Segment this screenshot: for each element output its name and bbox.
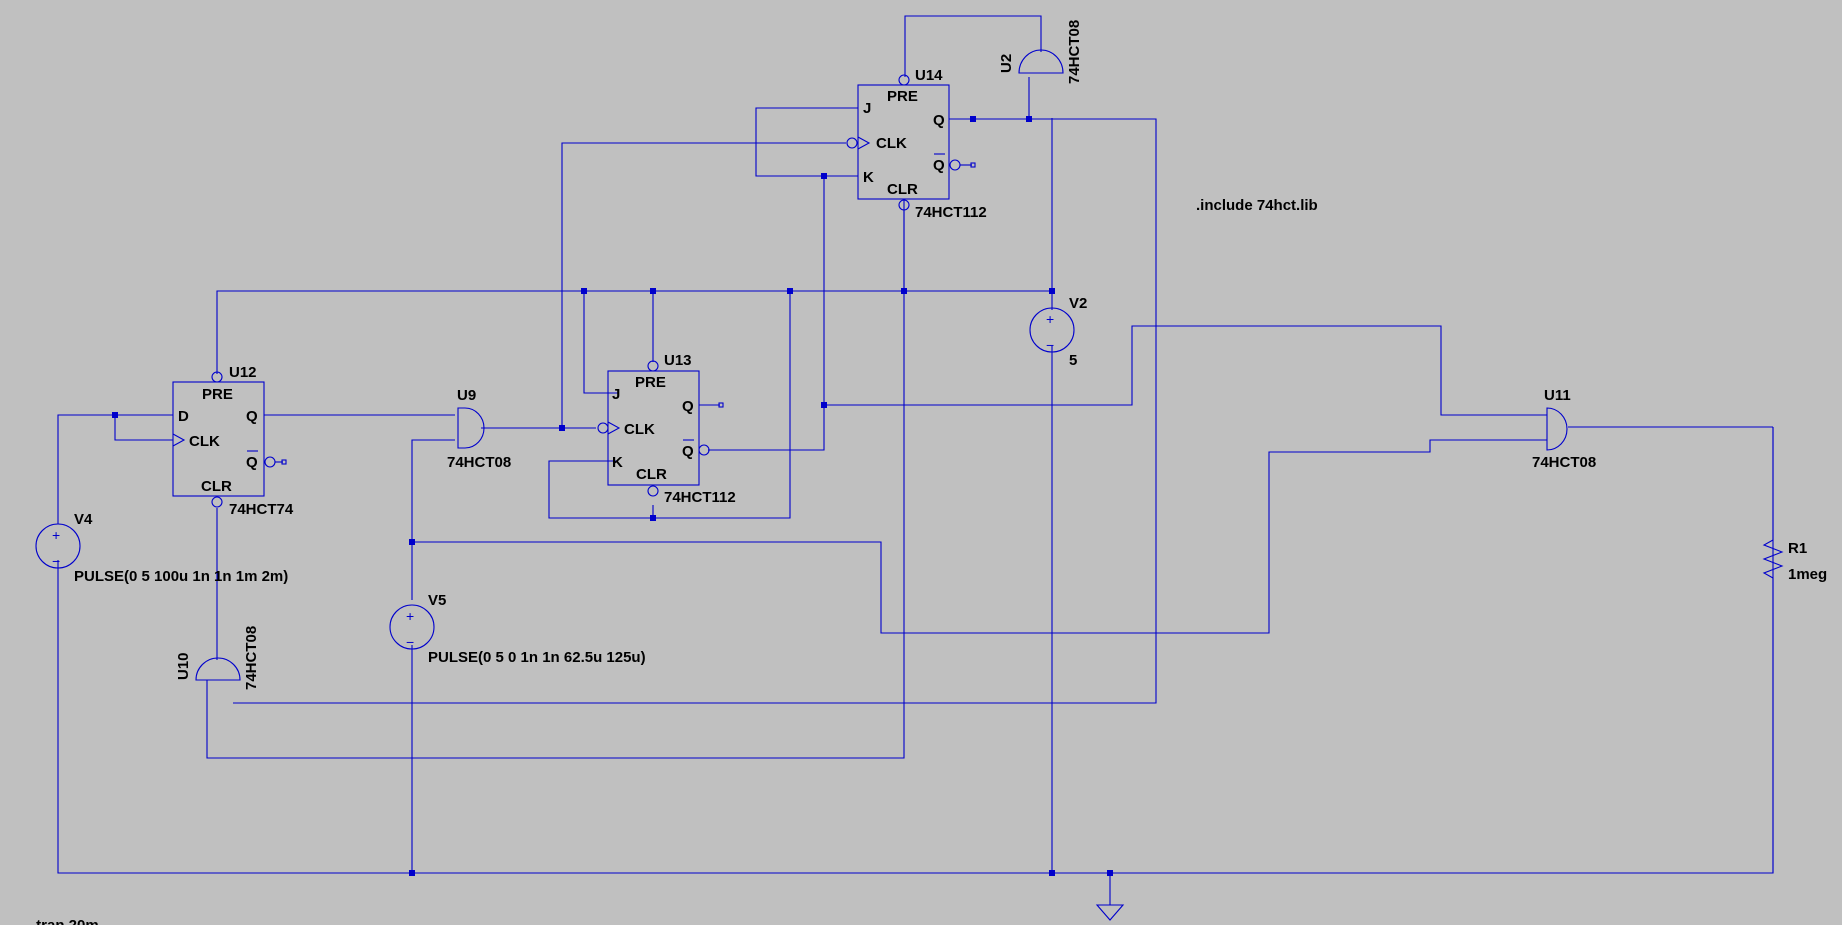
v4-value: PULSE(0 5 100u 1n 1n 1m 2m) bbox=[74, 568, 288, 585]
tran-directive[interactable]: .tran 20m bbox=[32, 917, 99, 925]
u14-pin-qbar: Q bbox=[933, 157, 945, 174]
u13-ref: U13 bbox=[664, 352, 692, 369]
u12-model: 74HCT74 bbox=[229, 501, 294, 518]
r1-value: 1meg bbox=[1788, 566, 1827, 583]
wires bbox=[57, 15, 1774, 905]
u12-pin-clk: CLK bbox=[189, 433, 220, 450]
v5-value: PULSE(0 5 0 1n 1n 62.5u 125u) bbox=[428, 649, 646, 666]
include-directive[interactable]: .include 74hct.lib bbox=[1196, 197, 1318, 214]
and-gate-u2[interactable]: U2 74HCT08 bbox=[998, 20, 1083, 84]
v2-minus-icon: − bbox=[1046, 337, 1054, 353]
u14-pin-j: J bbox=[863, 100, 871, 117]
u10-ref: U10 bbox=[175, 652, 192, 680]
u12-pin-clr: CLR bbox=[201, 478, 232, 495]
v2-plus-icon: + bbox=[1046, 311, 1054, 327]
u10-model: 74HCT08 bbox=[243, 626, 260, 690]
u14-model: 74HCT112 bbox=[915, 204, 987, 221]
u11-ref: U11 bbox=[1544, 387, 1571, 404]
v5-minus-icon: − bbox=[406, 634, 414, 650]
u12-pin-qbar: Q bbox=[246, 454, 258, 471]
u14-pin-clr: CLR bbox=[887, 181, 918, 198]
u12-pin-q: Q bbox=[246, 408, 258, 425]
u2-ref: U2 bbox=[998, 54, 1015, 73]
u9-ref: U9 bbox=[457, 387, 476, 404]
and-gate-u9[interactable]: U9 74HCT08 bbox=[447, 387, 511, 471]
junctions bbox=[112, 116, 1113, 876]
v2-ref: V2 bbox=[1069, 295, 1087, 312]
voltage-source-v4[interactable]: + − V4 PULSE(0 5 100u 1n 1n 1m 2m) bbox=[35, 511, 288, 585]
u12-pin-d: D bbox=[178, 408, 189, 425]
u14-pin-clk: CLK bbox=[876, 135, 907, 152]
voltage-source-v5[interactable]: + − V5 PULSE(0 5 0 1n 1n 62.5u 125u) bbox=[389, 592, 646, 666]
u9-model: 74HCT08 bbox=[447, 454, 511, 471]
u14-pin-k: K bbox=[863, 169, 874, 186]
v2-value: 5 bbox=[1069, 352, 1077, 369]
u13-pin-qbar: Q bbox=[682, 443, 694, 460]
r1-ref: R1 bbox=[1788, 540, 1807, 557]
u13-pin-clk: CLK bbox=[624, 421, 655, 438]
u13-model: 74HCT112 bbox=[664, 489, 736, 506]
v4-minus-icon: − bbox=[52, 553, 60, 569]
u13-pin-j: J bbox=[612, 386, 620, 403]
u11-model: 74HCT08 bbox=[1532, 454, 1596, 471]
u12-pin-pre: PRE bbox=[202, 386, 233, 403]
and-gate-u11[interactable]: U11 74HCT08 bbox=[1532, 387, 1596, 471]
u13-pin-clr: CLR bbox=[636, 466, 667, 483]
flipflop-u13[interactable]: U13 74HCT112 PRE J CLK K Q Q CLR bbox=[597, 352, 736, 506]
u12-ref: U12 bbox=[229, 364, 257, 381]
u13-pin-k: K bbox=[612, 454, 623, 471]
voltage-source-v2[interactable]: + − V2 5 bbox=[1029, 295, 1087, 369]
v4-plus-icon: + bbox=[52, 527, 60, 543]
flipflop-u12[interactable]: U12 74HCT74 PRE D CLK Q Q CLR bbox=[172, 364, 294, 518]
v5-ref: V5 bbox=[428, 592, 446, 609]
flipflop-u14[interactable]: U14 74HCT112 PRE J CLK K Q Q CLR bbox=[846, 67, 987, 221]
v5-plus-icon: + bbox=[406, 608, 414, 624]
v4-ref: V4 bbox=[74, 511, 93, 528]
u13-pin-pre: PRE bbox=[635, 374, 666, 391]
ground-symbol[interactable] bbox=[1095, 904, 1125, 921]
u14-pin-q: Q bbox=[933, 112, 945, 129]
u2-model: 74HCT08 bbox=[1066, 20, 1083, 84]
u13-pin-q: Q bbox=[682, 398, 694, 415]
u14-ref: U14 bbox=[915, 67, 943, 84]
u14-pin-pre: PRE bbox=[887, 88, 918, 105]
and-gate-u10[interactable]: U10 74HCT08 bbox=[175, 626, 260, 690]
resistor-r1[interactable]: R1 1meg bbox=[1762, 539, 1827, 583]
